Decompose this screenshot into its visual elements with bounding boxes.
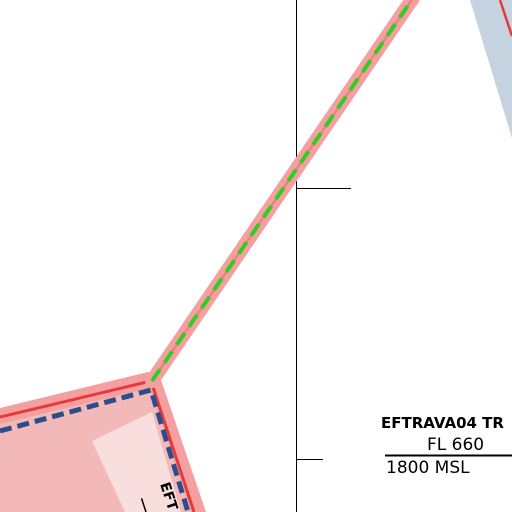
area-name-label: EFTRAVA04 TR xyxy=(381,414,504,432)
area-lower-limit: 1800 MSL xyxy=(386,458,470,478)
rotated-label-divider xyxy=(140,498,153,512)
grid-lines xyxy=(296,0,351,512)
restricted-area-border xyxy=(498,0,512,37)
corridor-dashed-centerline xyxy=(150,0,415,383)
airspace-inner-band xyxy=(92,412,181,512)
airspace-dashed-border xyxy=(0,386,191,512)
airspace-polygon[interactable] xyxy=(0,372,206,512)
area-label-block[interactable]: EFTRAVA04 TR FL 660 1800 MSL xyxy=(381,414,512,478)
corridor-route[interactable] xyxy=(145,0,420,388)
restricted-area-top-right[interactable] xyxy=(470,0,512,138)
area-upper-limit: FL 660 xyxy=(427,435,484,455)
restricted-area-fill xyxy=(470,0,512,138)
